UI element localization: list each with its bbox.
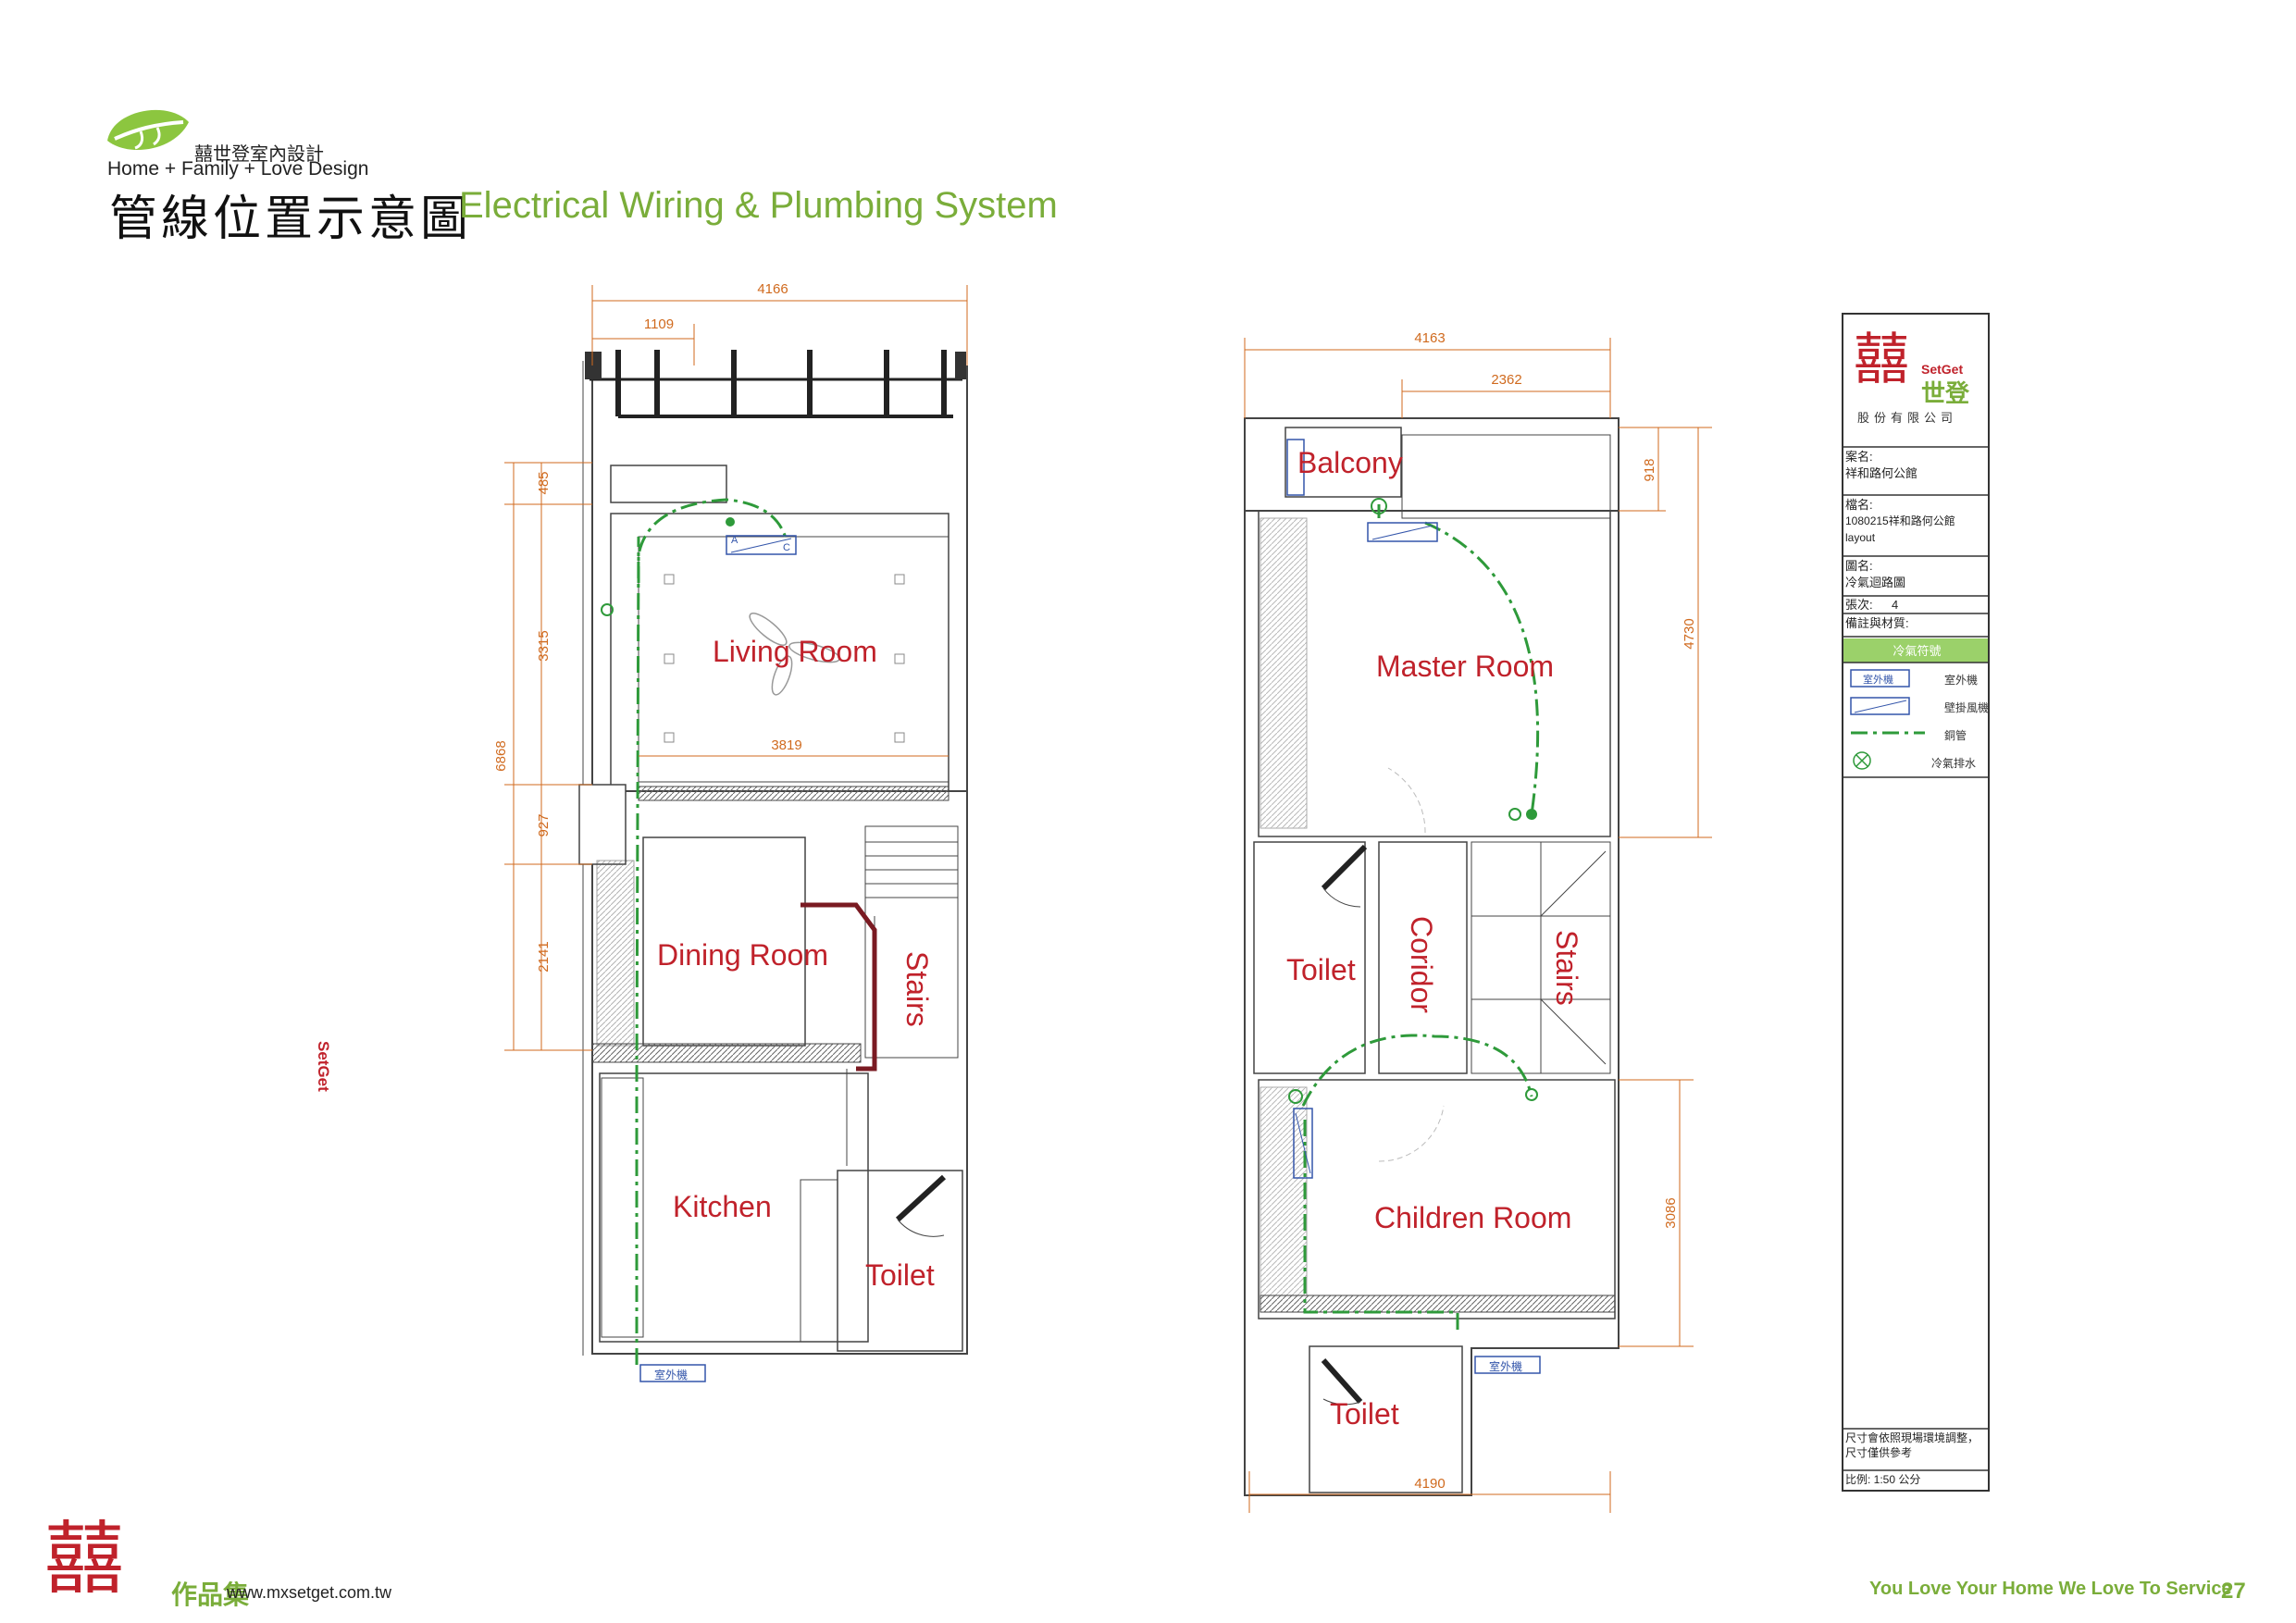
side-brand-mark: SetGet xyxy=(315,1041,332,1092)
legend-symbol-outdoor: 室外機 xyxy=(1863,675,1893,686)
scale-label: 比例: 1:50 公分 xyxy=(1845,1473,1921,1486)
room-label-living: Living Room xyxy=(713,635,877,668)
left-floor-plan xyxy=(504,285,968,1382)
dim-left-927: 927 xyxy=(536,813,552,836)
page-title-en: Electrical Wiring & Plumbing System xyxy=(459,185,1058,226)
drawing-label: 圖名: xyxy=(1845,559,1873,573)
room-label-stairs-right: Stairs xyxy=(1550,930,1583,1006)
dim-right-4163: 4163 xyxy=(1414,330,1445,346)
case-value: 祥和路何公館 xyxy=(1845,466,1918,480)
file-value-2: layout xyxy=(1845,531,1876,544)
footer-slogan: You Love Your Home We Love To Service xyxy=(1869,1579,2232,1599)
footer-brand: 作品集 xyxy=(171,1580,250,1609)
room-label-master: Master Room xyxy=(1376,650,1555,683)
footer-xi-logo: 囍 xyxy=(44,1513,124,1605)
legend-label-drain: 冷氣排水 xyxy=(1931,757,1977,770)
title-block-brand-en: SetGet xyxy=(1921,362,1964,377)
room-label-toilet-left: Toilet xyxy=(865,1258,935,1292)
brand-leaf-logo xyxy=(104,104,191,159)
dim-right-4190: 4190 xyxy=(1414,1476,1445,1492)
sheet-value: 4 xyxy=(1892,598,1899,612)
title-block: 囍 SetGet 世登 股份有限公司 案名: 祥和路何公館 檔名: 108021… xyxy=(1843,314,1989,1491)
dim-left-2141: 2141 xyxy=(536,941,552,972)
outdoor-unit-tag-right: 室外機 xyxy=(1489,1360,1523,1373)
dim-left-6868: 6868 xyxy=(493,740,509,771)
room-label-corridor: Coridor xyxy=(1405,916,1438,1013)
dim-right-918: 918 xyxy=(1642,458,1657,481)
dim-right-3086: 3086 xyxy=(1663,1197,1679,1228)
drawing-value: 冷氣迴路圖 xyxy=(1845,576,1906,589)
dim-left-485: 485 xyxy=(536,471,552,494)
leaf-logo-icon xyxy=(107,109,189,151)
legend-label-wall-unit: 壁掛風機 xyxy=(1944,701,1990,714)
file-value: 1080215祥和路何公館 xyxy=(1845,514,1955,527)
room-label-toilet-lower: Toilet xyxy=(1330,1397,1399,1431)
sheet-label: 張次: xyxy=(1845,598,1873,612)
room-label-kitchen: Kitchen xyxy=(673,1190,772,1223)
title-block-company: 股份有限公司 xyxy=(1857,411,1958,425)
room-label-children: Children Room xyxy=(1374,1201,1572,1234)
title-block-brand-zh: 世登 xyxy=(1921,379,1970,407)
ac-tag-c: C xyxy=(783,542,790,553)
page-number: 27 xyxy=(2221,1579,2246,1604)
room-label-dining: Dining Room xyxy=(657,938,828,972)
room-label-toilet-upper: Toilet xyxy=(1286,953,1356,986)
balcony-railing xyxy=(585,350,966,418)
legend-title: 冷氣符號 xyxy=(1893,644,1942,658)
page-title-zh: 管線位置示意圖 xyxy=(109,192,473,247)
brand-xi-logo: 囍 xyxy=(1854,328,1909,392)
footer-website: www.mxsetget.com.tw xyxy=(227,1583,392,1602)
dim-left-1109: 1109 xyxy=(644,316,674,332)
legend-label-outdoor: 室外機 xyxy=(1944,674,1979,687)
brand-name: 囍世登室內設計 xyxy=(194,144,324,165)
room-label-stairs-left: Stairs xyxy=(900,951,934,1027)
ac-tag-a: A xyxy=(731,535,738,546)
dim-left-4166: 4166 xyxy=(757,281,788,297)
right-floor-plan xyxy=(1244,338,1712,1513)
dim-right-4730: 4730 xyxy=(1682,618,1697,649)
dimension-labels: 4166 1109 3819 485 3315 6868 927 2141 41… xyxy=(493,281,1697,1492)
size-note: 尺寸會依照現場環境調整，尺寸僅供參考 xyxy=(1845,1431,1980,1459)
dim-left-3315: 3315 xyxy=(536,630,552,661)
brand-subtitle: Home + Family + Love Design xyxy=(107,158,369,180)
notes-label: 備註與材質: xyxy=(1845,616,1909,630)
title-block-frame xyxy=(1842,313,1990,1492)
legend-label-copper-pipe: 銅管 xyxy=(1944,729,1967,742)
stairs-right xyxy=(1471,841,1611,1074)
room-label-balcony: Balcony xyxy=(1297,446,1403,479)
dim-left-3819: 3819 xyxy=(771,737,801,753)
dim-right-2362: 2362 xyxy=(1491,372,1521,388)
case-label: 案名: xyxy=(1845,450,1873,464)
file-label: 檔名: xyxy=(1845,498,1873,512)
outdoor-unit-tag-left: 室外機 xyxy=(654,1369,689,1381)
ceiling-fan-icon xyxy=(749,613,840,696)
